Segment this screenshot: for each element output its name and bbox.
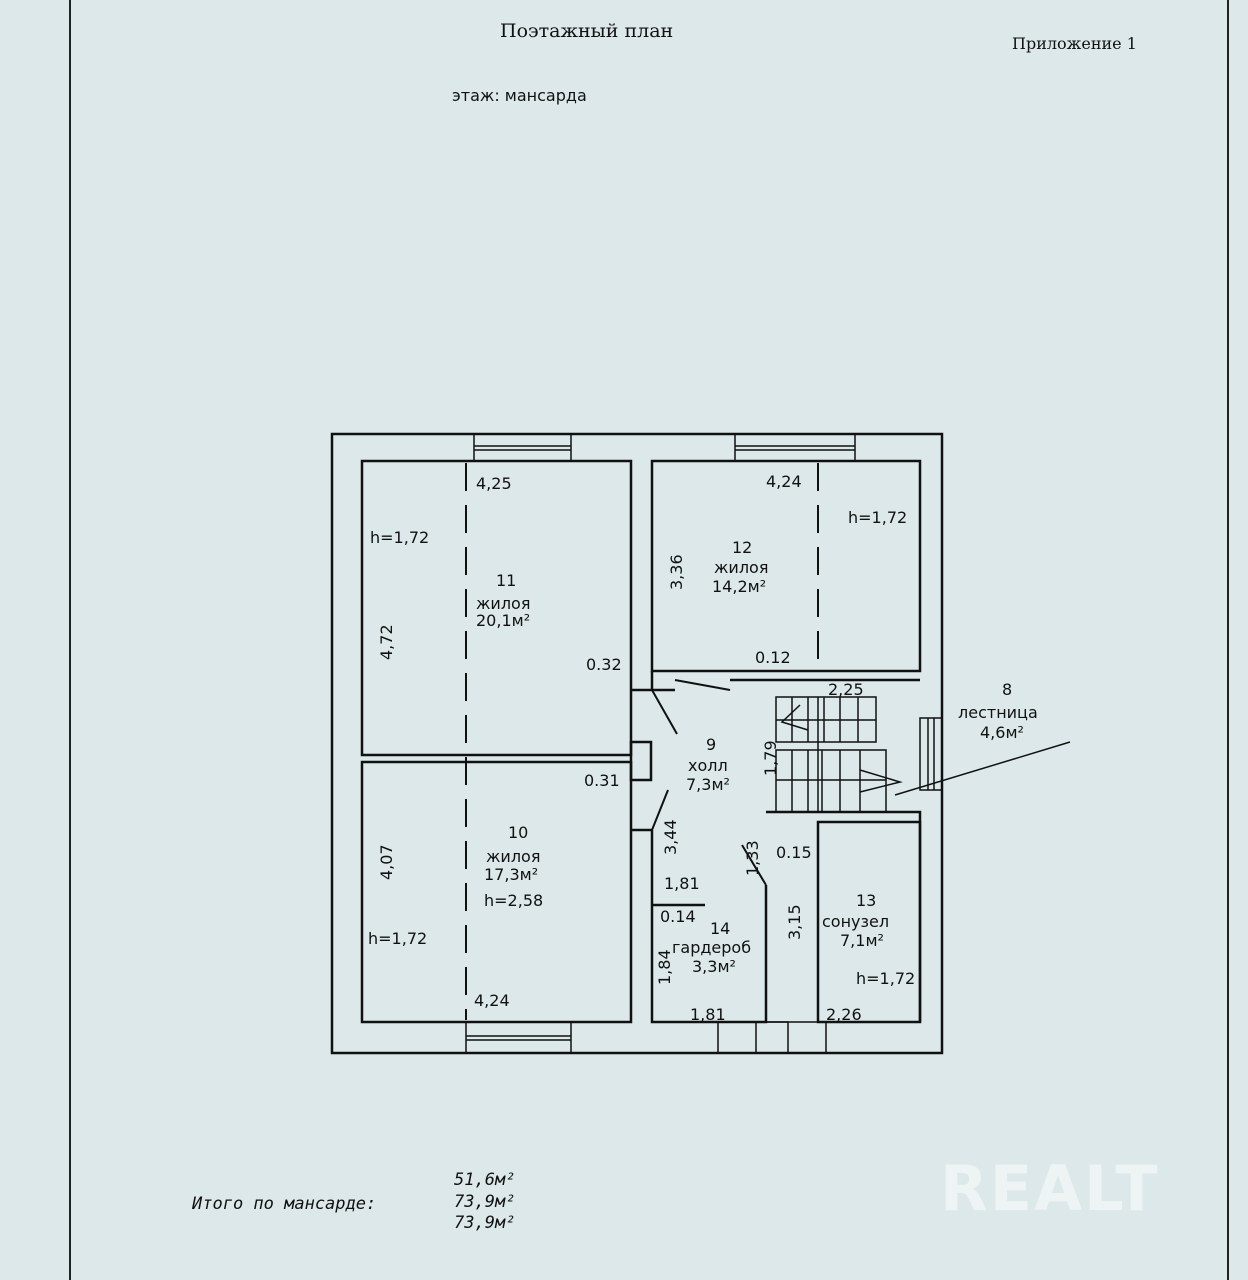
total-value-3: 73,9м² bbox=[454, 1213, 516, 1233]
realt-watermark: REALT bbox=[940, 1152, 1160, 1225]
room-12-height: h=1,72 bbox=[848, 508, 907, 527]
room-10-area: 17,3м² bbox=[484, 865, 538, 884]
room-11-type: жилоя bbox=[476, 594, 530, 613]
room-14-area: 3,3м² bbox=[692, 957, 736, 976]
room-13-width: 2,26 bbox=[826, 1005, 862, 1024]
room-14-width-top: 1,81 bbox=[664, 874, 700, 893]
total-value-2: 73,9м² bbox=[454, 1192, 516, 1212]
page-border-right bbox=[1227, 0, 1229, 1280]
room-10-length: 4,07 bbox=[377, 844, 396, 880]
door-swings bbox=[651, 679, 767, 886]
room-13-height: h=1,72 bbox=[856, 969, 915, 988]
appendix-label: Приложение 1 bbox=[1012, 34, 1137, 53]
dim-0-14: 0.14 bbox=[660, 907, 696, 926]
floor-label: этаж: мансарда bbox=[452, 86, 587, 105]
room-12-length: 3,36 bbox=[667, 554, 686, 590]
total-value-1: 51,6м² bbox=[454, 1170, 516, 1190]
stair-number: 8 bbox=[1002, 680, 1012, 699]
stair-width: 2,25 bbox=[828, 680, 864, 699]
stair-type: лестница bbox=[958, 703, 1038, 722]
room-11-height: h=1,72 bbox=[370, 528, 429, 547]
dim-0-31: 0.31 bbox=[584, 771, 620, 790]
room-13-area: 7,1м² bbox=[840, 931, 884, 950]
hall-number: 9 bbox=[706, 735, 716, 754]
room-10-height: h=1,72 bbox=[368, 929, 427, 948]
dim-1-33: 1,33 bbox=[743, 840, 762, 876]
room-10-number: 10 bbox=[508, 823, 528, 842]
stair-area: 4,6м² bbox=[980, 723, 1024, 742]
room-11-area: 20,1м² bbox=[476, 611, 530, 630]
dim-0-12: 0.12 bbox=[755, 648, 791, 667]
column bbox=[629, 740, 653, 782]
room-12-width: 4,24 bbox=[766, 472, 802, 491]
stair-length: 1,79 bbox=[761, 740, 780, 776]
page-title: Поэтажный план bbox=[500, 20, 674, 42]
room-11-number: 11 bbox=[496, 571, 516, 590]
room-14-length: 1,84 bbox=[655, 949, 674, 985]
room-14-outline bbox=[650, 830, 768, 1024]
totals-label: Итого по мансарде: bbox=[192, 1194, 377, 1214]
room-12-type: жилоя bbox=[714, 558, 768, 577]
windows bbox=[465, 433, 943, 1054]
dim-0-32: 0.32 bbox=[586, 655, 622, 674]
room-12-area: 14,2м² bbox=[712, 577, 766, 596]
room-11-length: 4,72 bbox=[377, 624, 396, 660]
room-13-type: сонузел bbox=[822, 912, 889, 931]
hall-area: 7,3м² bbox=[686, 775, 730, 794]
room-12-number: 12 bbox=[732, 538, 752, 557]
dim-0-15: 0.15 bbox=[776, 843, 812, 862]
staircase bbox=[775, 696, 1071, 813]
room-13-number: 13 bbox=[856, 891, 876, 910]
page-border-left bbox=[69, 0, 71, 1280]
room-10-type: жилоя bbox=[486, 847, 540, 866]
room-13-length: 3,15 bbox=[785, 904, 804, 940]
room-10-width: 4,24 bbox=[474, 991, 510, 1010]
dimension-lines bbox=[465, 463, 819, 1020]
room-14-number: 14 bbox=[710, 919, 730, 938]
room-14-width: 1,81 bbox=[690, 1005, 726, 1024]
hall-length: 3,44 bbox=[661, 819, 680, 855]
hall-type: холл bbox=[688, 756, 728, 775]
room-14-type: гардероб bbox=[672, 938, 751, 957]
room-10-height2: h=2,58 bbox=[484, 891, 543, 910]
room-11-width: 4,25 bbox=[476, 474, 512, 493]
room-12-outline bbox=[650, 459, 922, 673]
